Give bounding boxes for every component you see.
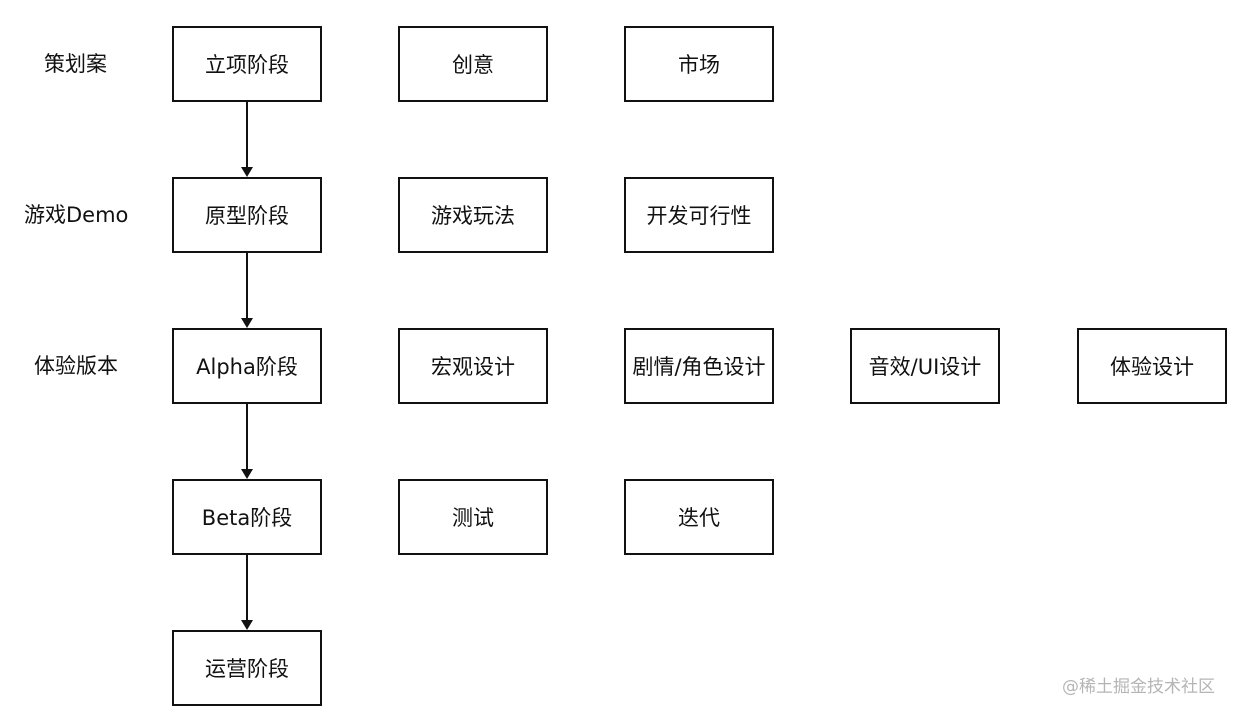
item-box-market: 市场 — [624, 26, 774, 102]
stage-box-prototype: 原型阶段 — [172, 177, 322, 253]
stage-box-initiation: 立项阶段 — [172, 26, 322, 102]
stage-box-beta: Beta阶段 — [172, 479, 322, 555]
item-box-story-character-design: 剧情/角色设计 — [624, 328, 774, 404]
stage-box-alpha: Alpha阶段 — [172, 328, 322, 404]
stage-box-operation: 运营阶段 — [172, 630, 322, 706]
item-box-audio-ui-design: 音效/UI设计 — [850, 328, 1000, 404]
item-box-testing: 测试 — [398, 479, 548, 555]
row-label-trial: 体验版本 — [34, 354, 118, 378]
watermark: @稀土掘金技术社区 — [1062, 677, 1215, 697]
item-box-creativity: 创意 — [398, 26, 548, 102]
item-box-gameplay: 游戏玩法 — [398, 177, 548, 253]
item-box-feasibility: 开发可行性 — [624, 177, 774, 253]
item-box-experience-design: 体验设计 — [1077, 328, 1227, 404]
item-box-iteration: 迭代 — [624, 479, 774, 555]
row-label-demo: 游戏Demo — [24, 203, 129, 227]
row-label-plan: 策划案 — [44, 52, 107, 76]
item-box-macro-design: 宏观设计 — [398, 328, 548, 404]
